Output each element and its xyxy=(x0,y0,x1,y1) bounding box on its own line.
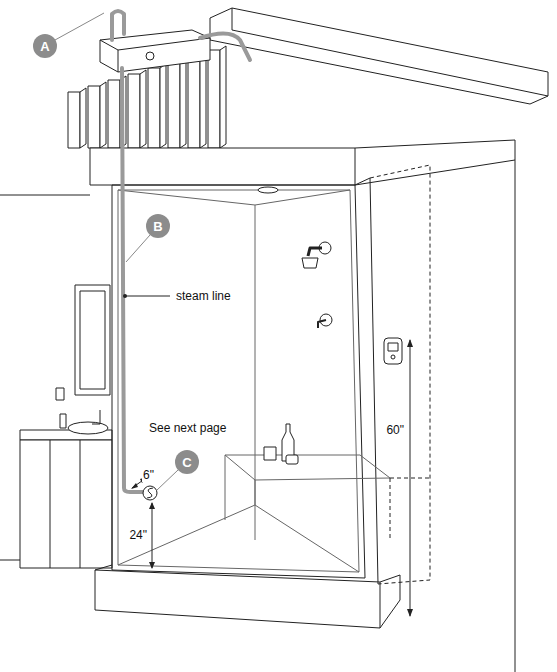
callout-circle: B xyxy=(146,214,170,238)
enclosure-side xyxy=(355,178,378,584)
ceiling-beam xyxy=(210,8,548,104)
dimension-60 xyxy=(410,340,411,616)
joist xyxy=(128,74,140,148)
joist xyxy=(148,68,160,148)
note-text: steam line xyxy=(175,289,232,303)
sink xyxy=(68,422,108,434)
arrowheads xyxy=(123,294,413,617)
joist-side xyxy=(140,70,146,148)
steam-head-ceiling xyxy=(258,187,278,193)
control-screen xyxy=(388,343,398,351)
dimension-24 xyxy=(152,503,153,568)
generator-edge xyxy=(100,38,210,72)
steam-piping xyxy=(112,11,250,492)
shower-base xyxy=(95,570,380,628)
callout-circle-fill xyxy=(33,34,57,58)
arrowhead xyxy=(149,502,155,569)
ceiling-slab xyxy=(90,140,515,185)
dimension-text: 24" xyxy=(128,528,148,542)
faucet xyxy=(92,410,100,424)
steam-head-swirl xyxy=(147,488,153,498)
joist xyxy=(68,92,80,148)
water-supply-pipe xyxy=(200,33,250,60)
dimension-text: 6" xyxy=(142,468,155,482)
generator-fitting xyxy=(146,52,154,60)
joist-side xyxy=(100,82,106,148)
steam-line-leader xyxy=(125,296,170,297)
steam-head xyxy=(143,486,157,500)
valve-handle xyxy=(318,320,326,328)
callout-circle-fill xyxy=(175,450,199,474)
toiletry xyxy=(60,414,66,428)
joist xyxy=(168,62,180,148)
note-text: See next page xyxy=(148,421,227,435)
leader-dot xyxy=(123,294,127,298)
enclosure-hidden-edge xyxy=(370,165,430,584)
mirror xyxy=(75,285,110,395)
callout-circle: A xyxy=(33,34,57,58)
joist-side xyxy=(80,88,86,148)
light-switch xyxy=(56,388,64,400)
bench-cup xyxy=(286,455,298,464)
joist-side xyxy=(220,46,226,148)
steam-generator xyxy=(100,30,210,72)
bench-top xyxy=(225,455,390,480)
callout-letter: A xyxy=(40,39,49,54)
steam-line-pipe xyxy=(122,68,146,492)
enclosure-frame xyxy=(112,185,365,578)
bench-jar xyxy=(264,447,276,460)
joist xyxy=(108,80,120,148)
cabinet-doors xyxy=(50,440,80,568)
joist-side xyxy=(160,64,166,148)
enclosure-back-corner xyxy=(118,190,359,572)
mirror-inner xyxy=(80,291,105,389)
callout-circle-fill xyxy=(146,214,170,238)
leaders xyxy=(55,13,410,616)
bench-front xyxy=(225,455,255,540)
joist-side xyxy=(200,52,206,148)
arrowhead xyxy=(407,339,413,617)
callout-letter: C xyxy=(182,455,191,470)
joist xyxy=(208,50,220,148)
shower-head xyxy=(302,258,318,268)
ceiling-beam-edge xyxy=(232,8,548,96)
joist-side xyxy=(180,58,186,148)
callout-circle: C xyxy=(175,450,199,474)
dimension-text: 60" xyxy=(385,423,405,437)
callout-leader xyxy=(157,470,178,490)
drain-pipe xyxy=(112,11,124,40)
callout-leader xyxy=(55,13,104,40)
callout-leader xyxy=(126,235,150,262)
slab-edge xyxy=(355,148,356,185)
control-panel xyxy=(384,338,402,364)
joist xyxy=(88,86,100,148)
callout-letter: B xyxy=(153,219,162,234)
back-wall-edge xyxy=(515,160,516,672)
vanity-cabinet xyxy=(20,440,112,568)
shower-arm xyxy=(308,248,322,256)
control-button xyxy=(391,355,395,359)
joist xyxy=(188,56,200,148)
enclosure-glass xyxy=(118,190,359,572)
